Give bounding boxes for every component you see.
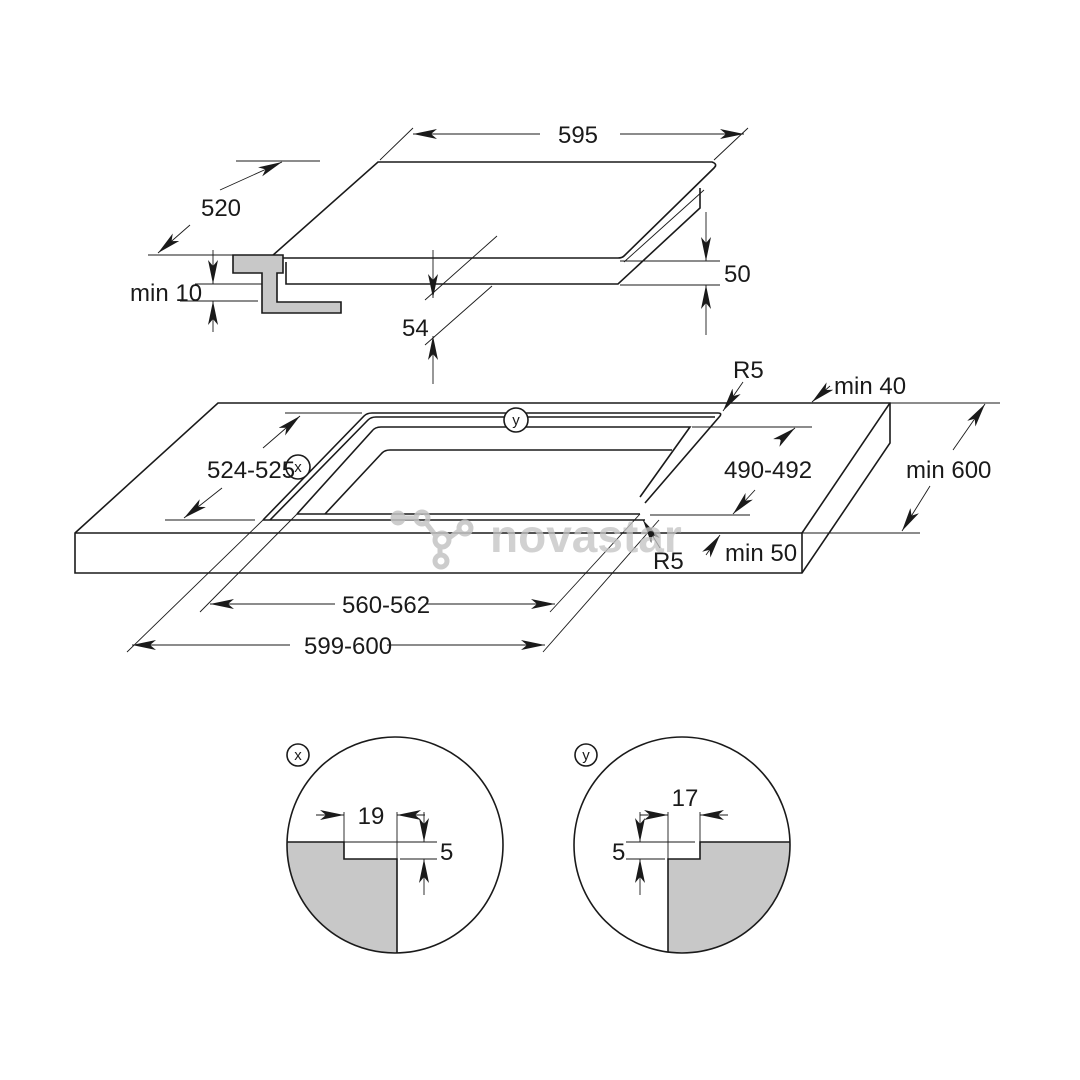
ext-line xyxy=(126,519,264,653)
worktop-slab xyxy=(74,402,891,574)
hob-glass-edge xyxy=(623,165,717,257)
detail-y: y 17 5 xyxy=(573,736,791,954)
ext-line xyxy=(542,519,660,653)
cutout-inner-depth-label: 490-492 xyxy=(724,457,812,484)
detail-marker-x-label: x xyxy=(294,459,302,476)
back-edge-label: min 40 xyxy=(834,373,906,400)
leader-line xyxy=(642,519,661,549)
worktop-corner xyxy=(801,402,891,534)
detail-y-step-label: 5 xyxy=(612,839,625,866)
detail-x-marker xyxy=(286,743,310,767)
ext-line xyxy=(199,513,298,613)
detail-marker-y xyxy=(503,407,529,433)
detail-x-marker-label: x xyxy=(294,747,302,764)
ext-line xyxy=(424,285,493,346)
cutout-inner xyxy=(296,426,692,515)
dim-line xyxy=(811,382,834,403)
detail-y-circle xyxy=(573,736,791,954)
cutout-rebate-line xyxy=(269,416,715,521)
detail-x-circle xyxy=(286,736,504,954)
dim-line xyxy=(262,415,301,449)
watermark-logo-icon xyxy=(390,509,474,570)
detail-marker-x xyxy=(285,454,311,480)
detail-y-marker xyxy=(574,743,598,767)
cutout-inner-width-label: 560-562 xyxy=(342,592,430,619)
watermark-text: novastar xyxy=(490,510,682,562)
ext-line xyxy=(424,235,498,301)
detail-x: x 19 5 xyxy=(286,736,504,954)
detail-x-width-label: 19 xyxy=(358,803,385,830)
dim-line xyxy=(183,487,223,519)
dim-line xyxy=(901,485,931,532)
watermark: novastar xyxy=(390,509,682,570)
hob-glass-top xyxy=(270,161,717,259)
cutout-depth-label: 524-525 xyxy=(207,457,295,484)
leader-line xyxy=(722,381,744,412)
hob-width-label: 595 xyxy=(558,122,598,149)
clearance-label: min 10 xyxy=(130,280,202,307)
dim-line xyxy=(773,427,796,447)
worktop-drawing: y x 524-525 490-492 R5 R5 min 40 min 50 … xyxy=(74,357,1000,660)
detail-marker-y-label: y xyxy=(512,412,520,429)
radius-bottom-label: R5 xyxy=(653,548,684,575)
dim-line xyxy=(157,224,191,254)
hob-drawing: 595 520 min 10 50 54 xyxy=(130,122,751,384)
radius-top-label: R5 xyxy=(733,357,764,384)
total-height-label: 54 xyxy=(402,315,429,342)
cutout-width-label: 599-600 xyxy=(304,633,392,660)
hob-depth-label: 520 xyxy=(201,195,241,222)
dim-line xyxy=(952,403,986,451)
dim-line xyxy=(702,534,721,558)
detail-x-step-label: 5 xyxy=(440,839,453,866)
dim-line xyxy=(732,489,756,515)
front-edge-label: min 50 xyxy=(725,540,797,567)
hob-body xyxy=(285,188,701,285)
hob-body-edge xyxy=(623,189,705,263)
ext-line xyxy=(549,513,641,613)
ext-line xyxy=(713,127,749,161)
cutout-rebate-outer xyxy=(262,412,722,521)
worktop-section xyxy=(232,254,342,314)
worktop-depth-label: min 600 xyxy=(906,457,991,484)
detail-y-width-label: 17 xyxy=(672,785,699,812)
ext-line xyxy=(379,127,414,161)
dim-line xyxy=(219,161,283,191)
body-height-label: 50 xyxy=(724,261,751,288)
cutout-inner-floor xyxy=(324,449,672,515)
detail-y-marker-label: y xyxy=(582,747,590,764)
